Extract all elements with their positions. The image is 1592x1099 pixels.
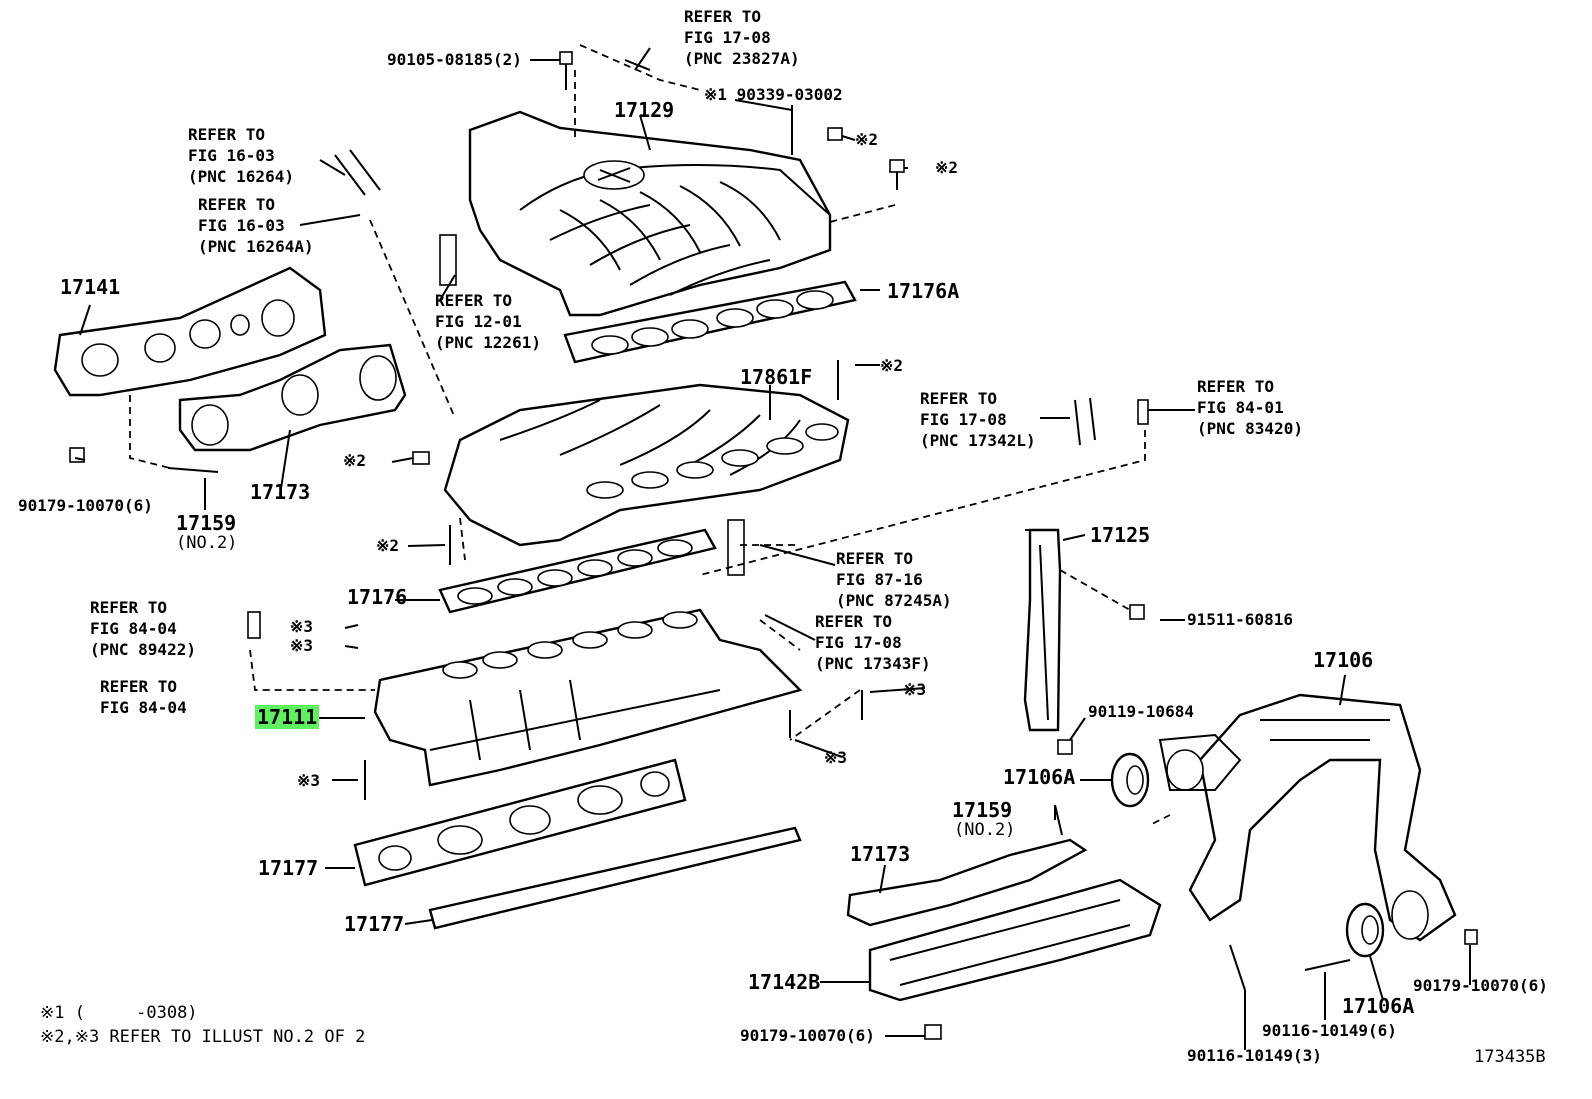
- part-label-17159-b[interactable]: 17159: [952, 798, 1013, 822]
- fasteners: [69, 51, 1478, 1040]
- footnote-2: ※2,※3 REFER TO ILLUST NO.2 OF 2: [40, 1027, 366, 1047]
- gasket-17177-part: [353, 758, 802, 930]
- part-label-17106A-a[interactable]: 17106A: [1003, 765, 1076, 789]
- marker-3-e: ※3: [297, 771, 321, 790]
- marker-3-a: ※3: [290, 617, 314, 636]
- marker-2-d: ※2: [343, 451, 367, 470]
- ref-fig-17-08-23827a[interactable]: REFER TO FIG 17-08 (PNC 23827A): [684, 7, 800, 68]
- part-label-90179-10070-a[interactable]: 90179-10070(6): [18, 496, 153, 515]
- gasket-17173-part: [178, 343, 407, 452]
- part-label-17173-a[interactable]: 17173: [250, 480, 311, 504]
- marker-3-c: ※3: [903, 680, 927, 699]
- part-label-90339-03002[interactable]: ※1 90339-03002: [704, 85, 843, 104]
- part-label-17141[interactable]: 17141: [60, 275, 121, 299]
- marker-2-b: ※2: [935, 158, 959, 177]
- front-pipe-17106-part: [1158, 693, 1457, 942]
- part-label-90116-10149-a[interactable]: 90116-10149(6): [1262, 1021, 1397, 1040]
- part-label-17861F[interactable]: 17861F: [740, 365, 813, 389]
- ref-fig-84-01-83420[interactable]: REFER TO FIG 84-01 (PNC 83420): [1197, 377, 1303, 438]
- part-label-17125[interactable]: 17125: [1090, 523, 1151, 547]
- leader-lines: [74, 47, 1471, 1050]
- part-label-17106[interactable]: 17106: [1313, 648, 1374, 672]
- ref-fig-17-08-17342l[interactable]: REFER TO FIG 17-08 (PNC 17342L): [920, 389, 1036, 450]
- part-label-17159-a[interactable]: 17159: [176, 511, 237, 535]
- intake-plenum-part: [468, 110, 832, 317]
- marker-2-e: ※2: [376, 536, 400, 555]
- marker-3-b: ※3: [290, 636, 314, 655]
- part-label-17177-a[interactable]: 17177: [258, 856, 319, 880]
- part-label-17176[interactable]: 17176: [347, 585, 408, 609]
- ref-fig-84-04-89422[interactable]: REFER TO FIG 84-04 (PNC 89422): [90, 598, 196, 659]
- intake-manifold-17861F-part: [443, 383, 850, 547]
- ref-fig-87-16-87245a[interactable]: REFER TO FIG 87-16 (PNC 87245A): [836, 549, 952, 610]
- highlighted-part-number: 17111: [255, 705, 320, 729]
- part-label-90179-10070-c[interactable]: 90179-10070(6): [1413, 976, 1548, 995]
- exhaust-manifold-17141-part: [53, 266, 327, 397]
- part-label-90105-08185[interactable]: 90105-08185(2): [387, 50, 522, 69]
- ref-fig-16-03-16264a[interactable]: REFER TO FIG 16-03 (PNC 16264A): [198, 195, 314, 256]
- exhaust-gasket-lower-part: [846, 838, 1088, 927]
- part-note-no2-a: (NO.2): [176, 533, 238, 553]
- marker-2-c: ※2: [880, 356, 904, 375]
- part-label-17177-b[interactable]: 17177: [344, 912, 405, 936]
- part-label-17142B[interactable]: 17142B: [748, 970, 821, 994]
- ref-fig-84-04[interactable]: REFER TO FIG 84-04: [100, 677, 187, 717]
- part-label-91511-60816[interactable]: 91511-60816: [1187, 610, 1293, 629]
- part-note-no2-b: (NO.2): [954, 820, 1016, 840]
- part-label-17111[interactable]: 17111: [255, 705, 320, 729]
- part-label-17106A-b[interactable]: 17106A: [1342, 994, 1415, 1018]
- ref-fig-16-03-16264[interactable]: REFER TO FIG 16-03 (PNC 16264): [188, 125, 294, 186]
- heat-insulator-17142B-part: [868, 878, 1162, 1002]
- footnote-1: ※1 ( -0308): [40, 1003, 198, 1023]
- marker-3-d: ※3: [824, 748, 848, 767]
- gasket-17106A-part: [1110, 752, 1385, 958]
- part-label-90179-10070-b[interactable]: 90179-10070(6): [740, 1026, 875, 1045]
- gasket-17176A-part: [563, 280, 857, 364]
- bracket-17125-part: [1023, 528, 1062, 732]
- ref-fig-12-01-12261[interactable]: REFER TO FIG 12-01 (PNC 12261): [435, 291, 541, 352]
- marker-2-a: ※2: [855, 130, 879, 149]
- gasket-17176-part: [438, 528, 717, 614]
- assembly-dashes: [129, 44, 1171, 826]
- figure-id: 173435B: [1474, 1047, 1546, 1067]
- part-label-90119-10684[interactable]: 90119-10684: [1088, 702, 1194, 721]
- part-label-90116-10149-b[interactable]: 90116-10149(3): [1187, 1046, 1322, 1065]
- part-label-17176A[interactable]: 17176A: [887, 279, 960, 303]
- part-label-17129[interactable]: 17129: [614, 98, 675, 122]
- lower-manifold-17111-part: [373, 608, 803, 787]
- part-label-17173-b[interactable]: 17173: [850, 842, 911, 866]
- ref-fig-17-08-17343f[interactable]: REFER TO FIG 17-08 (PNC 17343F): [815, 612, 931, 673]
